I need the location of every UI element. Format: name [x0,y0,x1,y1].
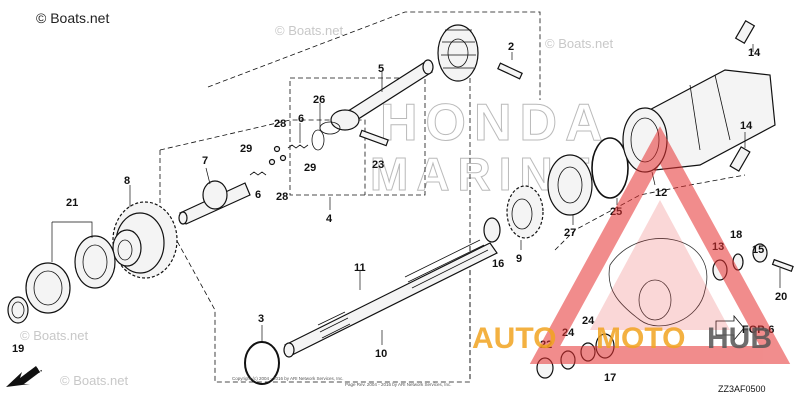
callout-7: 7 [202,155,208,167]
automotohub-wordmark: AUTO MOTO HUB [472,322,772,355]
part-29-ball [268,158,276,166]
small-parts-cluster [249,129,389,176]
fr-label: FR. [26,364,44,380]
callout-18: 18 [730,229,742,241]
callout-14-upper: 14 [748,47,761,59]
callout-2: 2 [508,41,514,53]
frame-upper [207,11,541,100]
callout-10: 10 [375,348,387,360]
callout-15: 15 [752,244,764,256]
propeller [608,238,708,327]
callout-6-upper: 6 [298,113,304,125]
part-19-washer [7,296,29,324]
frame-shaft-box [289,77,426,196]
copyright-line-1: Copyright (c) 2004 - 2016 by ARI Network… [232,376,344,381]
part-27-bearing [547,154,593,216]
part-6-spring-lower [249,171,267,176]
part-25-oring [591,137,629,199]
frame-lower [159,150,471,383]
callout-14-lower: 14 [740,120,753,132]
callout-numbers: 2 3 4 5 6 6 7 8 9 10 11 12 13 14 14 15 1… [12,41,787,384]
callout-17: 17 [604,372,616,384]
automotohub-auto: AUTO [472,322,556,355]
callout-21: 21 [66,197,78,209]
honda-watermark-text: HONDA [380,94,611,152]
part-26-clip [311,129,325,151]
callout-20: 20 [775,291,787,303]
part-11-propeller-shaft [283,239,498,358]
callout-19: 19 [12,343,24,355]
callout-5: 5 [378,63,384,75]
callout-11: 11 [354,262,366,274]
frame-mid [159,119,366,195]
part-7-slider [178,180,251,225]
part-6-spring-upper [287,144,309,149]
part-clutch-dog [437,24,479,82]
part-21-bearing [25,221,116,314]
callout-23: 23 [372,159,384,171]
part-15-nut [752,243,768,263]
watermark-repeat: © Boats.net [545,36,614,51]
frame-right [554,174,746,251]
part-5-shaft [319,59,434,135]
callout-4: 4 [326,213,333,225]
diagram-code: ZZ3AF0500 [718,384,766,394]
callout-3: 3 [258,313,264,325]
watermark-top-left: © Boats.net [36,10,109,26]
automotohub-hub: HUB [707,322,772,355]
callout-12: 12 [655,187,667,199]
part-9-bevel-gear [506,185,544,239]
boats-net-watermarks: © Boats.net © Boats.net © Boats.net © Bo… [20,10,614,388]
callout-29-left: 29 [240,143,252,155]
callout-28-upper: 28 [274,118,286,130]
callout-29-right: 29 [304,162,316,174]
callout-24-b: 24 [582,315,595,327]
part-23-pin [359,129,389,147]
watermark-repeat: © Boats.net [275,23,344,38]
callout-27: 27 [564,227,576,239]
callout-28-lower: 28 [276,191,288,203]
automotohub-moto: MOTO [596,322,685,355]
part-20-pin [771,258,794,273]
part-8-bevel-gear [112,201,178,279]
part-16-washer [483,217,501,243]
part-14-bolt-lower [729,146,751,172]
callout-6-lower: 6 [255,189,261,201]
watermark-repeat: © Boats.net [60,373,129,388]
watermark-repeat: © Boats.net [20,328,89,343]
callout-8: 8 [124,175,130,187]
part-14-bolt-upper [734,20,756,44]
assembly-frames [159,11,746,383]
part-2-pin [497,52,523,80]
part-28-ball-lower [279,154,287,162]
automotohub-watermark [529,126,791,364]
callout-9: 9 [516,253,522,265]
fr-direction-arrow: FR. [6,364,44,387]
leader-lines [129,44,781,345]
callout-16: 16 [492,258,504,270]
copyright-line-2: Page Rev. 2004 - 2016 by ARI Network Ser… [345,382,451,387]
callout-26: 26 [313,94,325,106]
part-28-ball-upper [273,145,281,153]
